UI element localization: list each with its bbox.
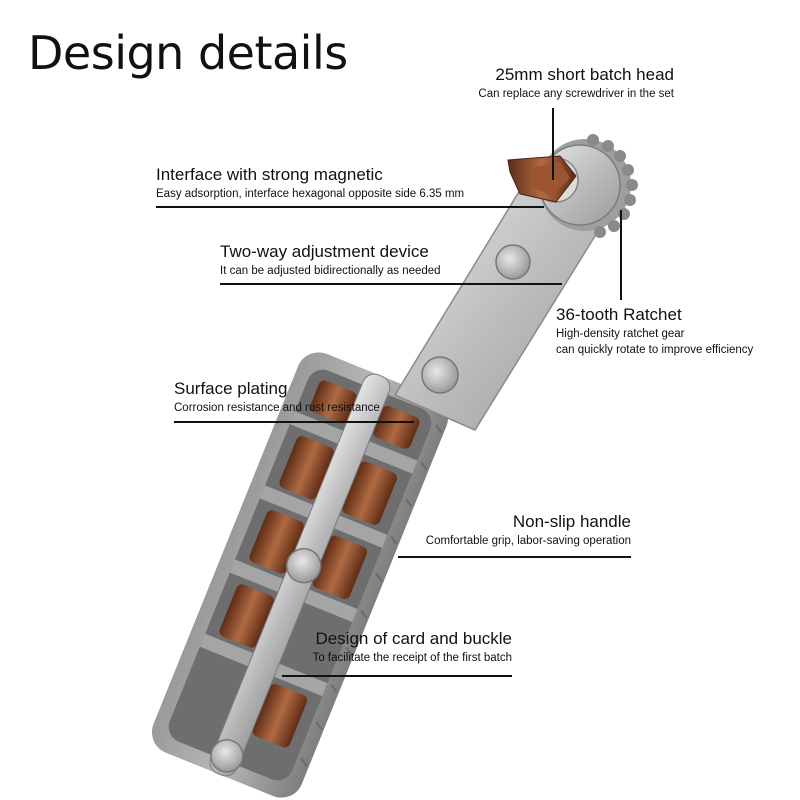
callout-description-line-2: can quickly rotate to improve efficiency — [556, 344, 754, 356]
callout-heading: 25mm short batch head — [495, 65, 674, 84]
callout-heading: Interface with strong magnetic — [156, 165, 383, 184]
leader-line-two-way — [220, 283, 562, 285]
leader-line-ratchet — [620, 210, 622, 300]
callout-two-way: Two-way adjustment device It can be adju… — [220, 241, 441, 279]
callout-description: Can replace any screwdriver in the set — [478, 88, 674, 100]
callout-description: Corrosion resistance and rust resistance — [174, 402, 380, 414]
leader-line-magnetic — [156, 206, 544, 208]
callout-plating: Surface plating Corrosion resistance and… — [174, 378, 380, 416]
bit-head — [507, 155, 577, 203]
callout-heading: Non-slip handle — [512, 512, 631, 531]
steel-arm — [393, 189, 610, 431]
callout-batch-head: 25mm short batch head Can replace any sc… — [440, 64, 674, 102]
callout-heading: Surface plating — [174, 379, 288, 398]
callout-description: Easy adsorption, interface hexagonal opp… — [156, 188, 465, 200]
leader-line-handle — [398, 556, 631, 558]
callout-handle: Non-slip handle Comfortable grip, labor-… — [380, 511, 631, 549]
leader-line-plating — [174, 421, 414, 423]
callout-description: Comfortable grip, labor-saving operation — [425, 535, 631, 547]
callout-card-buckle: Design of card and buckle To facilitate … — [270, 628, 512, 666]
callout-heading: 36-tooth Ratchet — [556, 305, 682, 324]
handle-body — [151, 352, 449, 798]
leader-line-card-buckle — [282, 675, 512, 677]
callout-heading: Design of card and buckle — [315, 629, 512, 648]
callout-description: To facilitate the receipt of the first b… — [312, 652, 512, 664]
callout-heading: Two-way adjustment device — [220, 242, 429, 261]
callout-magnetic: Interface with strong magnetic Easy adso… — [156, 164, 464, 202]
page-title: Design details — [28, 26, 348, 80]
callout-ratchet: 36-tooth Ratchet High-density ratchet ge… — [556, 304, 753, 358]
callout-description-line-1: High-density ratchet gear — [556, 328, 685, 340]
callout-description: It can be adjusted bidirectionally as ne… — [220, 265, 441, 277]
leader-line-batch-head — [552, 108, 554, 180]
